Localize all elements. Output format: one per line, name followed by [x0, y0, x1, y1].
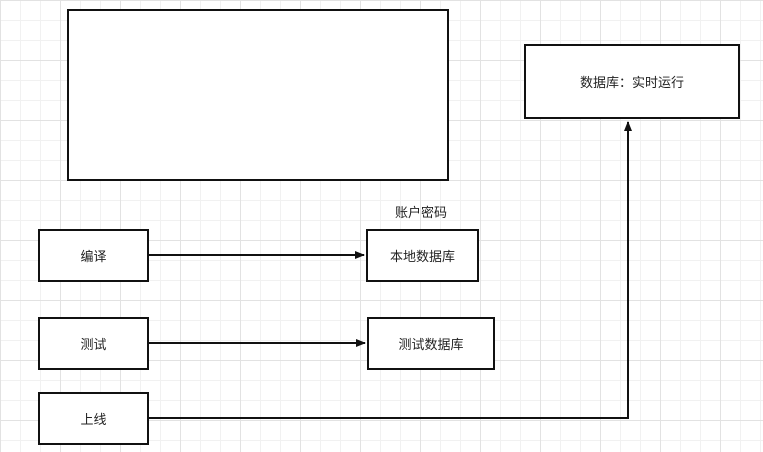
database-runtime-label: 数据库：实时运行 — [579, 76, 684, 91]
compile-label: 编译 — [80, 250, 107, 265]
blank-box — [67, 9, 449, 181]
test-database-label: 测试数据库 — [398, 338, 464, 353]
credentials-label: 账户密码 — [395, 206, 448, 221]
test-database-box: 测试数据库 — [367, 317, 495, 370]
local-database-box: 本地数据库 — [366, 229, 479, 282]
compile-box: 编译 — [38, 229, 149, 282]
deploy-label: 上线 — [80, 413, 107, 428]
test-box: 测试 — [38, 317, 149, 370]
database-runtime-box: 数据库：实时运行 — [524, 44, 740, 119]
local-database-label: 本地数据库 — [389, 250, 455, 265]
test-label: 测试 — [80, 338, 107, 353]
deploy-box: 上线 — [38, 392, 149, 445]
